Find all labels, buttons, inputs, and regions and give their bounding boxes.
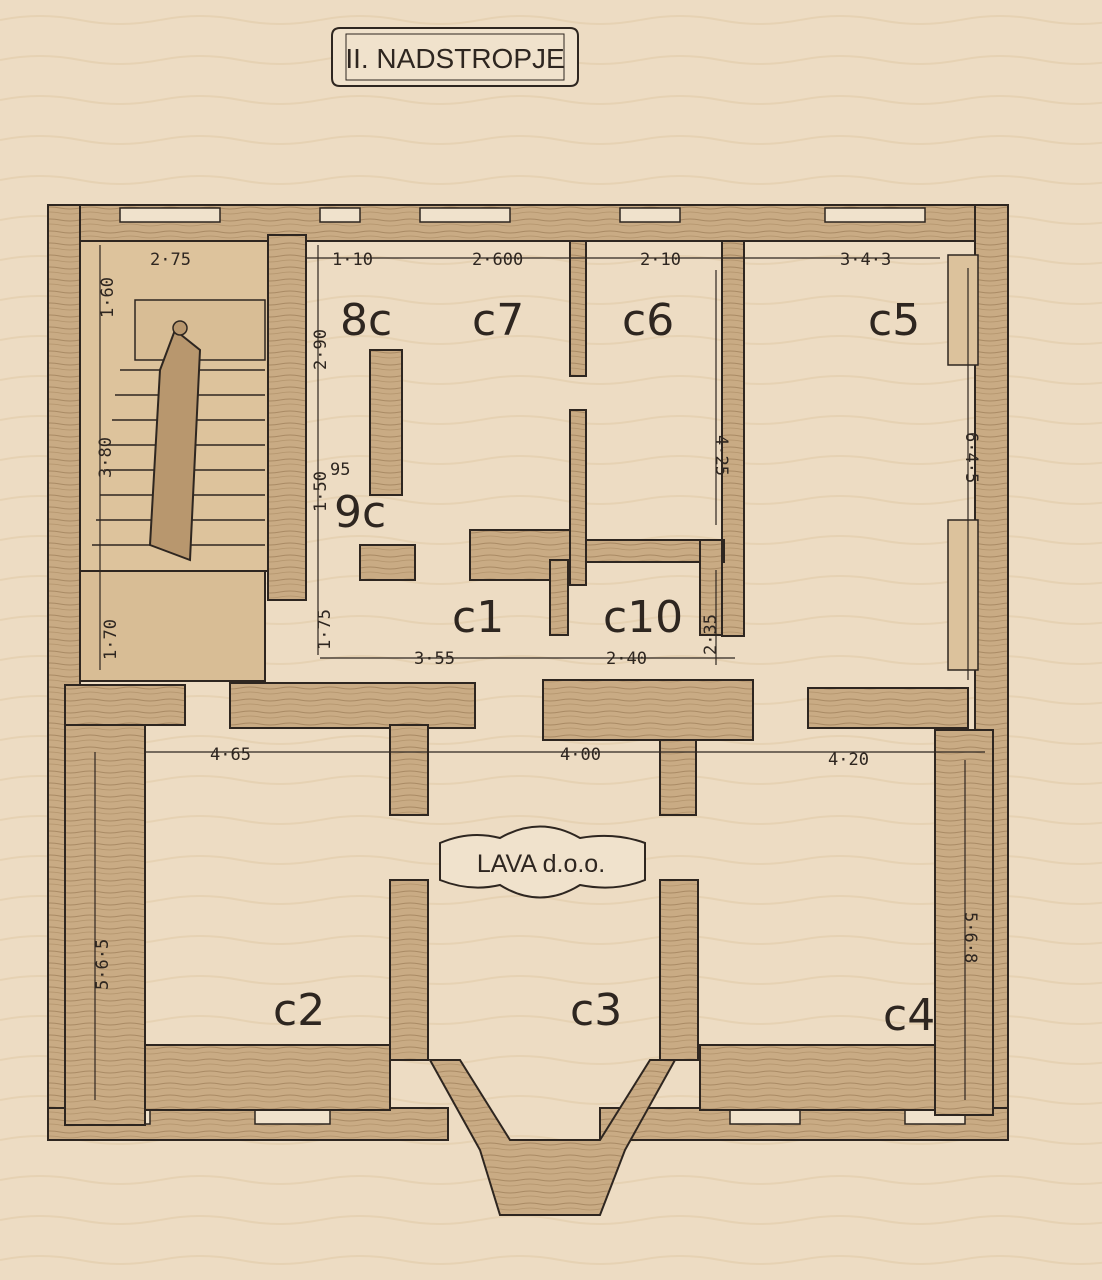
room-c8: 8c	[340, 295, 392, 346]
dim-c2-height: 5·6·5	[93, 939, 113, 990]
dim-c4-width: 4·20	[828, 750, 869, 770]
room-c4: c4	[883, 990, 935, 1041]
dimension-labels: 2·75 1·10 2·600 2·10 3·4·3 95 3·55 2·40 …	[93, 250, 981, 990]
dim-door-gap: 95	[330, 460, 350, 480]
dim-stair-top: 1·60	[98, 277, 118, 318]
dim-c4-height: 5·6·8	[960, 912, 980, 963]
room-c6: c6	[622, 295, 674, 346]
stair-landing	[79, 570, 266, 682]
dim-c8-width: 1·10	[332, 250, 373, 270]
newel-post	[172, 320, 188, 336]
dim-c10-width: 2·40	[606, 649, 647, 669]
interior-walls	[64, 234, 994, 1126]
room-c9: 9c	[334, 487, 386, 538]
dim-c5-height: 6·4·5	[961, 432, 981, 483]
room-c10: c10	[603, 592, 683, 643]
room-c1: c1	[452, 592, 504, 643]
dim-c5-width: 3·4·3	[840, 250, 891, 270]
room-c3: c3	[570, 985, 622, 1036]
dim-c10-height: 2·35	[701, 614, 721, 655]
dim-c8-height: 2·90	[311, 329, 331, 370]
dim-stair-bottom: 1·70	[101, 619, 121, 660]
title-plaque: II. NADSTROPJE	[331, 27, 579, 87]
dim-c1-width: 3·55	[414, 649, 455, 669]
floor-title: II. NADSTROPJE	[345, 43, 564, 74]
dim-c9-height: 1·50	[311, 471, 331, 512]
company-plaque: LAVA d.o.o.	[439, 825, 646, 899]
company-label: LAVA d.o.o.	[477, 850, 605, 878]
dim-stair-run: 3·80	[96, 437, 116, 478]
dimension-lines	[94, 245, 985, 1100]
room-c2: c2	[273, 985, 325, 1036]
dim-c7-width: 2·600	[472, 250, 523, 270]
dim-stair-width: 2·75	[150, 250, 191, 270]
top-windows	[119, 207, 926, 223]
room-c7: c7	[472, 295, 524, 346]
dim-c1-left-height: 1·75	[315, 609, 335, 650]
dim-c3-width: 4·00	[560, 745, 601, 765]
right-panelling	[947, 254, 979, 671]
room-labels: 8c c7 c6 c5 9c c1 c10 c2 c3 c4	[273, 295, 935, 1041]
staircase	[79, 240, 271, 682]
room-c5: c5	[868, 295, 920, 346]
dim-c6-height: 4·25	[711, 435, 731, 476]
dim-c2-width: 4·65	[210, 745, 251, 765]
banister	[148, 328, 202, 562]
dim-c6-width: 2·10	[640, 250, 681, 270]
